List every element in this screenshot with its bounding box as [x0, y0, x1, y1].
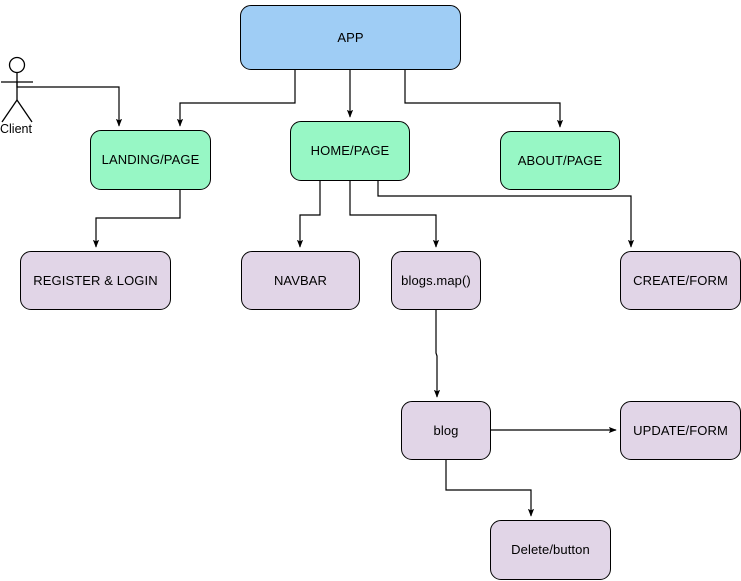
node-home-page[interactable]: HOME/PAGE [290, 121, 410, 181]
edge-app-to-landing [176, 70, 296, 127]
node-update-form[interactable]: UPDATE/FORM [620, 401, 741, 460]
actor-leg-left-line [1, 99, 18, 123]
node-delete-button[interactable]: Delete/button [490, 520, 611, 580]
node-landing-page-label: LANDING/PAGE [101, 152, 200, 168]
node-blog[interactable]: blog [401, 401, 491, 460]
edge-app-to-about [404, 70, 564, 128]
node-app[interactable]: APP [240, 5, 461, 70]
edge-landing-to-register [92, 190, 181, 248]
node-delete-button-label: Delete/button [511, 542, 590, 558]
node-app-label: APP [337, 29, 364, 45]
node-home-page-label: HOME/PAGE [310, 143, 390, 159]
edge-home-to-navbar [296, 181, 321, 248]
client-actor-label: Client [0, 122, 32, 136]
edge-blog-to-delete [445, 460, 535, 517]
node-register-login[interactable]: REGISTER & LOGIN [20, 251, 171, 310]
node-create-form[interactable]: CREATE/FORM [620, 251, 741, 310]
client-actor[interactable] [0, 52, 42, 128]
node-about-page[interactable]: ABOUT/PAGE [500, 131, 620, 190]
node-update-form-label: UPDATE/FORM [633, 422, 728, 438]
edge-home-to-create [377, 181, 635, 248]
node-create-form-label: CREATE/FORM [633, 272, 728, 288]
node-navbar[interactable]: NAVBAR [241, 251, 360, 310]
actor-head-icon [8, 56, 26, 74]
node-blogs-map[interactable]: blogs.map() [391, 251, 481, 310]
edge-home-to-blogsmap [349, 181, 440, 248]
node-landing-page[interactable]: LANDING/PAGE [90, 130, 211, 190]
node-register-login-label: REGISTER & LOGIN [33, 272, 158, 288]
node-blogs-map-label: blogs.map() [401, 272, 471, 288]
actor-leg-right-line [16, 99, 33, 123]
node-navbar-label: NAVBAR [273, 272, 328, 288]
node-blog-label: blog [433, 422, 459, 438]
node-about-page-label: ABOUT/PAGE [517, 152, 603, 168]
edge-blogsmap-to-blog [433, 310, 441, 398]
